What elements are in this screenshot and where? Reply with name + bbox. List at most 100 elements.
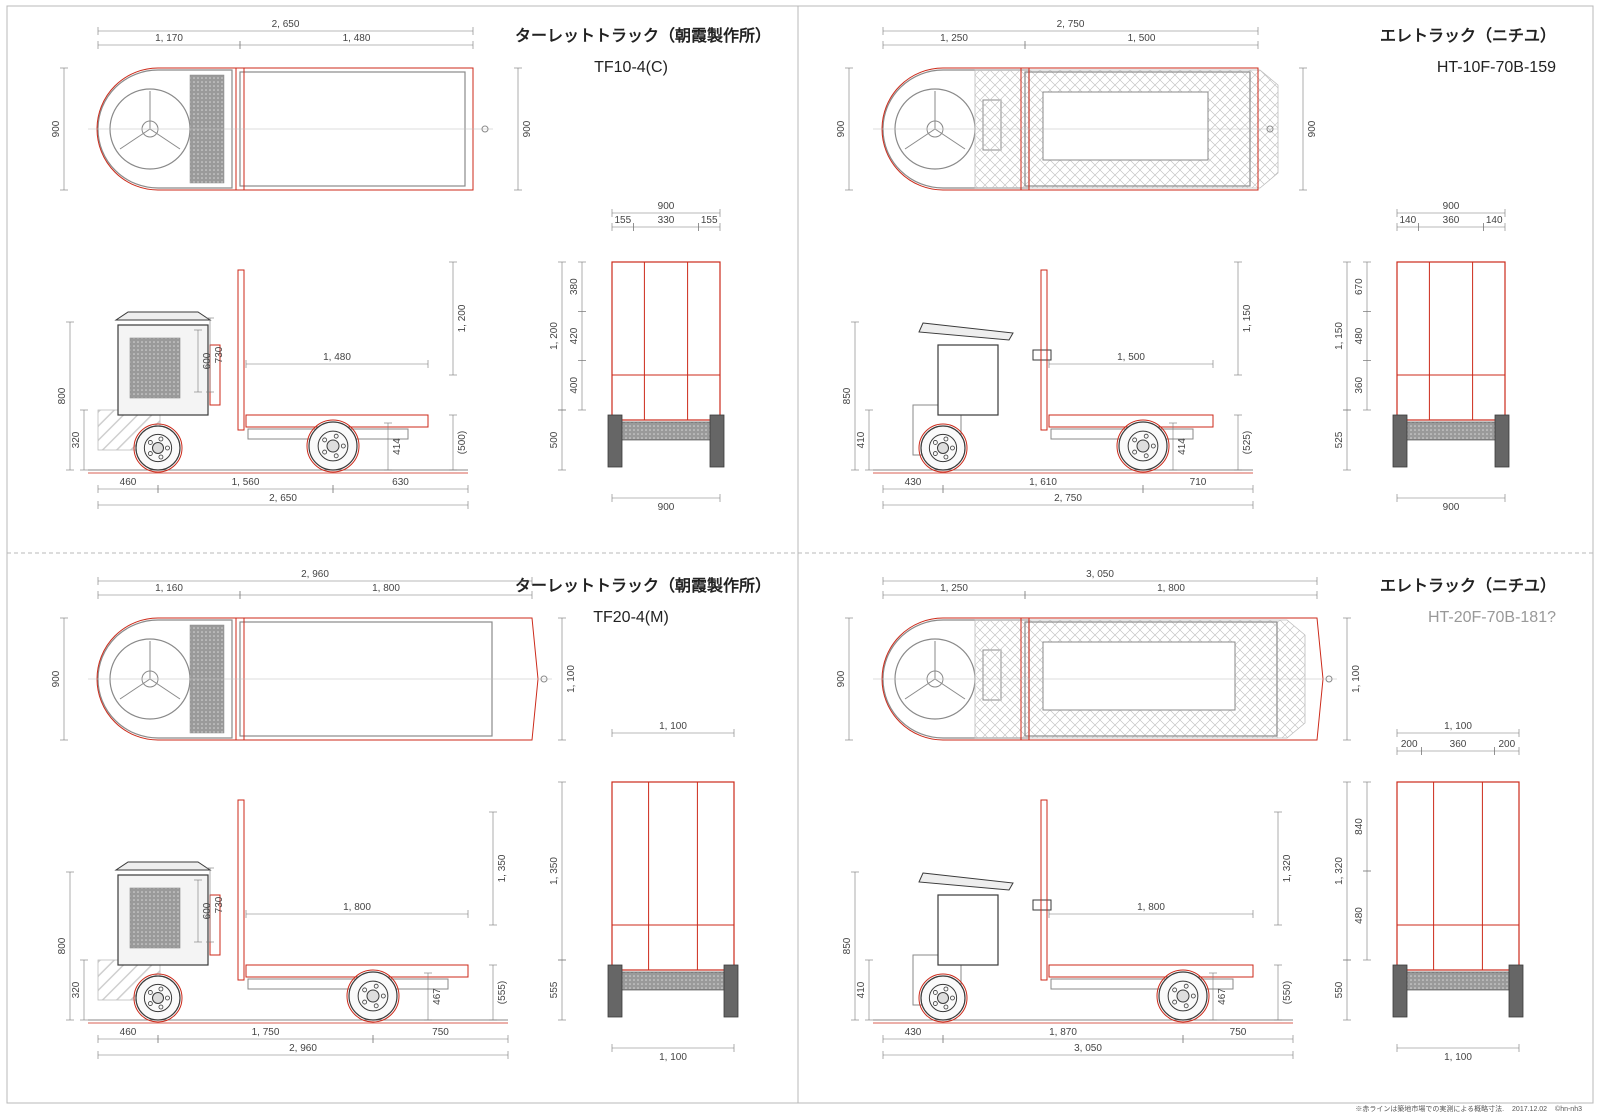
dimension-label: 850	[842, 937, 853, 954]
panel-model: TF10-4(C)	[594, 59, 668, 76]
dimension-label: 900	[658, 201, 675, 212]
lug	[1143, 433, 1149, 439]
measured-wheel	[306, 419, 360, 473]
mast-post	[1040, 269, 1048, 431]
lug	[943, 436, 949, 442]
measured-wheel	[346, 969, 400, 1023]
lug	[333, 433, 339, 439]
rim	[143, 433, 173, 463]
lug	[147, 1001, 153, 1006]
measured-outline-top	[96, 67, 474, 191]
dimension-label: 360	[1450, 739, 1467, 750]
dimension-label: 1, 870	[1049, 1027, 1077, 1038]
lug	[932, 440, 938, 445]
dimension-label: 900	[1307, 120, 1318, 137]
lug	[943, 454, 949, 460]
lug	[362, 999, 368, 1005]
lug	[943, 1004, 949, 1010]
rim	[928, 433, 958, 463]
measured-wheel	[918, 423, 968, 473]
dimension-label: 800	[57, 937, 68, 954]
hub	[152, 442, 164, 454]
panel-model: HT-20F-70B-181?	[1428, 609, 1556, 626]
tow-hook-icon	[481, 125, 489, 133]
panel-title: エレトラック（ニチユ）	[1380, 577, 1556, 595]
dimension-label: 1, 100	[659, 721, 687, 732]
hub	[1136, 439, 1150, 453]
rear-bumper	[1398, 421, 1504, 441]
lug	[1190, 993, 1196, 999]
dimension-label: 1, 480	[343, 33, 371, 44]
dimension-label: 900	[1443, 201, 1460, 212]
dimension-label: 1, 800	[343, 902, 371, 913]
control-column	[937, 894, 999, 966]
dimension-label: 840	[1354, 818, 1365, 835]
dimension-label: 414	[392, 438, 403, 455]
dimension-label: 550	[1334, 981, 1345, 998]
dimension-label: 1, 150	[1334, 322, 1345, 350]
dimension-label: 900	[51, 670, 62, 687]
footer-note-text: ※赤ラインは築地市場での実測による概略寸法.	[1355, 1106, 1505, 1113]
dimension-label: 1, 320	[1282, 854, 1293, 882]
lug	[322, 437, 328, 443]
lug	[1143, 453, 1149, 459]
turret-top	[114, 861, 212, 871]
dimension-label: 430	[905, 1027, 922, 1038]
dimension-label: 1, 250	[940, 33, 968, 44]
spoke	[149, 128, 181, 150]
dimension-label: (550)	[1282, 981, 1293, 1004]
lug	[1183, 983, 1189, 989]
footer-credit: ©hn-nh3	[1555, 1106, 1582, 1113]
rim	[1167, 980, 1199, 1012]
lug	[147, 451, 153, 456]
dimension-label: 360	[1443, 215, 1460, 226]
tow-hook-icon	[540, 675, 548, 683]
lug	[1183, 1003, 1189, 1009]
wheel	[1118, 421, 1168, 471]
dimension-label: 500	[549, 431, 560, 448]
wheel	[135, 975, 181, 1021]
rear-center-panel	[643, 261, 689, 421]
dimension-label: 200	[1401, 739, 1418, 750]
wheel	[308, 421, 358, 471]
dimension-label: 1, 160	[155, 583, 183, 594]
rear-tire-right	[1508, 964, 1524, 1018]
dimension-label: 1, 100	[1351, 665, 1362, 693]
dimension-label: 380	[569, 278, 580, 295]
lug	[950, 445, 955, 451]
lug	[147, 990, 153, 995]
seat-side	[1032, 349, 1052, 361]
rear-tire-right	[709, 414, 725, 468]
chassis	[1050, 978, 1234, 990]
dimension-label: 467	[432, 988, 443, 1005]
spoke	[119, 678, 151, 700]
wheel	[920, 975, 966, 1021]
dimension-label: 480	[1354, 907, 1365, 924]
spoke	[934, 678, 966, 700]
deck-panel	[1042, 641, 1236, 711]
rim	[1127, 430, 1159, 462]
lug	[322, 449, 328, 455]
mast-post	[237, 269, 245, 431]
rear-cage	[1396, 781, 1520, 971]
lug	[932, 1001, 938, 1006]
dimension-label: 1, 200	[457, 304, 468, 332]
spoke	[904, 128, 936, 150]
measured-outline-top	[881, 67, 1259, 191]
dimension-label: 710	[1190, 477, 1207, 488]
rear-tire-right	[723, 964, 739, 1018]
rear-bumper	[1398, 971, 1518, 991]
dimension-label: 1, 500	[1128, 33, 1156, 44]
rim	[357, 980, 389, 1012]
rear-bumper	[613, 971, 733, 991]
dimension-label: 1, 150	[1242, 304, 1253, 332]
dimension-label: 1, 800	[1137, 902, 1165, 913]
engine-grille-side	[129, 887, 181, 949]
